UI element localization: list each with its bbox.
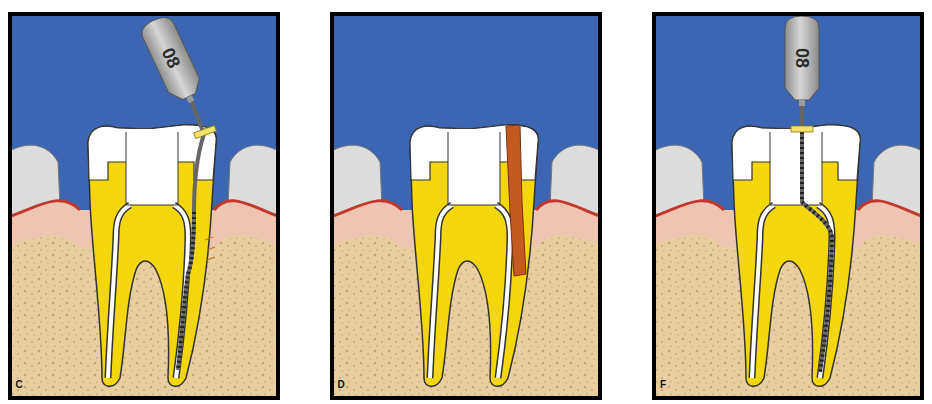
instrument-size: 08: [793, 48, 811, 68]
instrument-size: 08: [159, 45, 184, 71]
panel-letter: C: [15, 380, 22, 390]
panel: [330, 12, 602, 400]
panel: [8, 12, 280, 400]
panel: [652, 12, 924, 400]
panel-letter: F: [660, 380, 666, 390]
panel-letter: D: [337, 380, 344, 390]
